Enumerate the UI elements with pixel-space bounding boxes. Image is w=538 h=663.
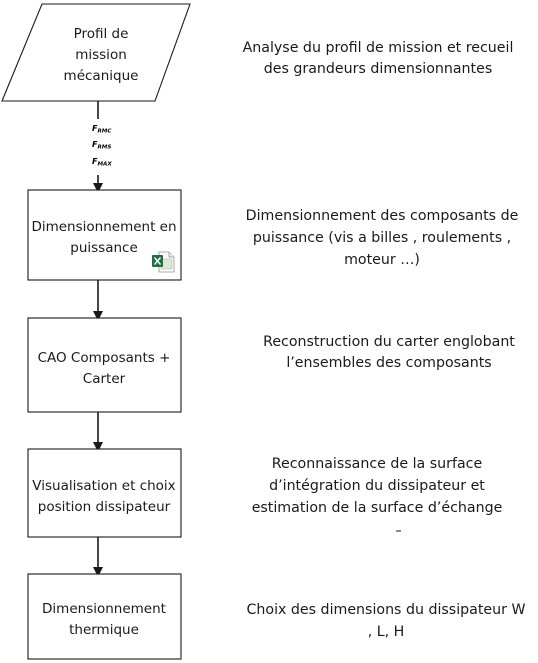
step-visualisation-dissipateur: Visualisation et choix position dissipat… [27, 448, 182, 538]
flow-label-fmax-main: F [92, 157, 98, 166]
svg-text:FRMC: FRMC [92, 124, 112, 135]
flow-label-frms-sub: RMS [97, 145, 111, 151]
description-reconstruction: Reconstruction du carter englobant l’ens… [263, 334, 515, 371]
step2-line-1: CAO Composants + [38, 350, 171, 366]
description-reconnaissance: Reconnaissance de la surface d’intégrati… [252, 456, 503, 532]
step2-line-2: Carter [83, 371, 126, 387]
step-cao-composants: CAO Composants + Carter [27, 317, 182, 413]
step3-line-1: Visualisation et choix [32, 478, 175, 494]
desc3-line-2: l’ensembles des composants [286, 355, 491, 371]
flow-label-background [90, 119, 120, 175]
flow-label-frmc: FRMC [92, 124, 112, 135]
start-line-3: mécanique [64, 68, 139, 84]
start-line-2: mission [75, 47, 127, 63]
step-box [27, 317, 182, 413]
svg-text:FRMS: FRMS [92, 140, 111, 151]
flow-label-frms: FRMS [92, 140, 111, 151]
desc1-line-2: des grandeurs dimensionnantes [264, 61, 492, 77]
desc4-line-1: Reconnaissance de la surface [272, 456, 482, 472]
desc1-line-1: Analyse du profil de mission et recueil [243, 40, 514, 56]
step4-line-1: Dimensionnement [42, 601, 166, 617]
desc2-line-3: moteur …) [344, 252, 420, 268]
desc5-line-2: , L, H [368, 624, 405, 640]
step3-line-2: position dissipateur [38, 499, 171, 515]
flow-label-frmc-sub: RMC [97, 129, 112, 135]
desc3-line-1: Reconstruction du carter englobant [263, 334, 515, 350]
parallelogram-shape [1, 3, 191, 102]
desc2-line-2: puissance (vis a billes , roulements , [253, 230, 511, 246]
excel-icon [152, 251, 175, 273]
desc4-line-3: estimation de la surface d’échange [252, 500, 503, 516]
description-analyse: Analyse du profil de mission et recueil … [243, 40, 514, 77]
step1-line-1: Dimensionnement en [31, 219, 176, 235]
description-dimensionnement: Dimensionnement des composants de puissa… [246, 208, 519, 268]
start-line-1: Profil de [74, 26, 129, 42]
start-data-shape: Profil de mission mécanique [1, 3, 191, 102]
flow-label-frms-main: F [92, 140, 98, 149]
step1-line-2: puissance [70, 240, 138, 256]
desc2-line-1: Dimensionnement des composants de [246, 208, 519, 224]
desc5-line-1: Choix des dimensions du dissipateur W [247, 602, 526, 618]
step-dimensionnement-puissance: Dimensionnement en puissance [27, 189, 182, 281]
flow-label-fmax: FMAX [92, 157, 112, 168]
step-dimensionnement-thermique: Dimensionnement thermique [27, 573, 182, 660]
flow-label-fmax-sub: MAX [97, 162, 112, 168]
step-box [27, 573, 182, 660]
step-box [27, 448, 182, 538]
svg-text:FMAX: FMAX [92, 157, 112, 168]
step4-line-2: thermique [69, 622, 139, 638]
description-choix: Choix des dimensions du dissipateur W , … [247, 602, 526, 640]
flow-label-frmc-main: F [92, 124, 98, 133]
desc4-line-2: d’intégration du dissipateur et [269, 478, 485, 494]
